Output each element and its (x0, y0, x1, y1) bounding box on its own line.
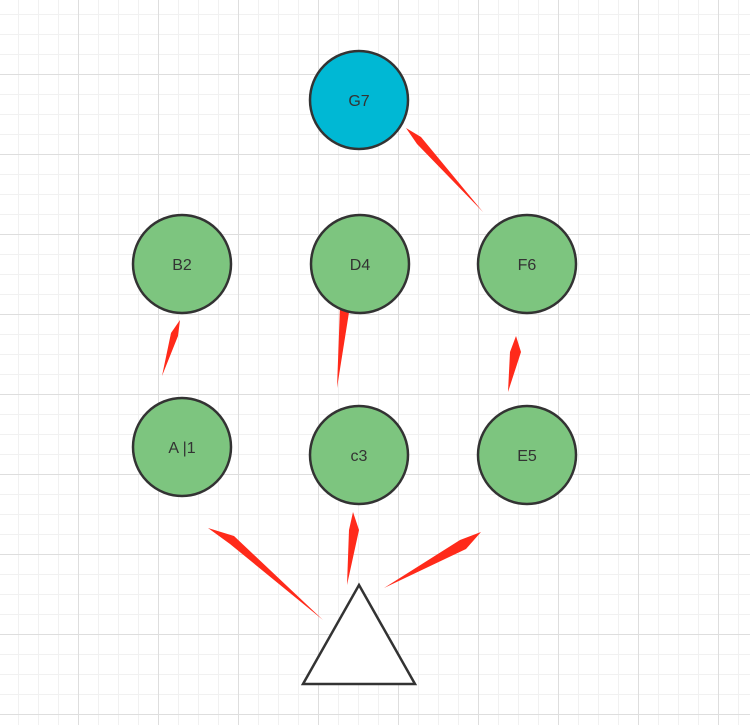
arrow-c3-to-d4 (337, 290, 350, 388)
node-g7[interactable]: G7 (308, 49, 410, 151)
node-e5-label: E5 (517, 448, 537, 465)
node-d4-label: D4 (350, 257, 371, 274)
node-c3-label: c3 (351, 448, 368, 465)
node-a1[interactable]: A |1 (131, 396, 233, 498)
node-a1-circle (131, 396, 233, 498)
node-a1-label: A |1 (168, 440, 195, 457)
node-b2-circle (131, 213, 233, 315)
arrow-source-to-e5 (384, 532, 481, 588)
node-g7-circle (308, 49, 410, 151)
arrow-e5-to-f6 (508, 336, 521, 392)
nodes-group: G7 B2 D4 F6 A |1 c3 (131, 49, 578, 506)
arrow-a1-to-b2 (162, 320, 180, 376)
node-e5[interactable]: E5 (476, 404, 578, 506)
node-c3[interactable]: c3 (308, 404, 410, 506)
node-e5-circle (476, 404, 578, 506)
arrow-f6-to-g7 (406, 128, 483, 212)
node-c3-circle (308, 404, 410, 506)
node-f6-label: F6 (518, 257, 537, 274)
triangle-shape[interactable] (300, 582, 418, 686)
node-b2-label: B2 (172, 257, 192, 274)
arrow-source-to-c3 (347, 512, 359, 585)
node-f6-circle (476, 213, 578, 315)
arrow-source-to-a1 (208, 528, 323, 620)
node-g7-label: G7 (348, 93, 369, 110)
node-f6[interactable]: F6 (476, 213, 578, 315)
arrows-group (162, 128, 521, 620)
node-d4[interactable]: D4 (309, 213, 411, 315)
node-d4-circle (309, 213, 411, 315)
node-b2[interactable]: B2 (131, 213, 233, 315)
